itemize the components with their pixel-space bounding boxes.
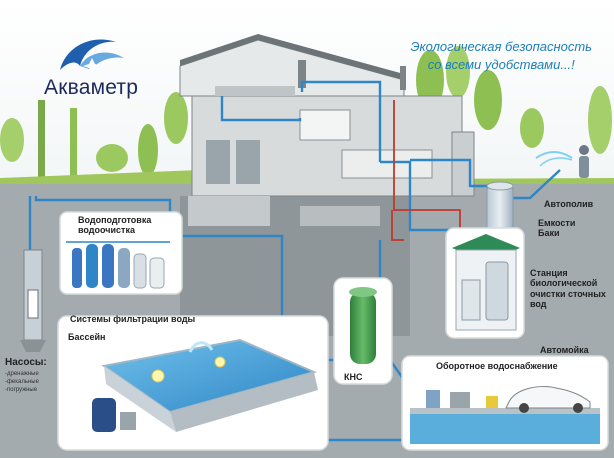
pool-label: Бассейн [68, 332, 106, 342]
kns-panel [333, 277, 393, 385]
carwash-panel [401, 355, 609, 451]
pumps-title: Насосы: [5, 357, 47, 368]
slogan-line-2: со всеми удобствами...! [427, 56, 575, 72]
gardener-figure [535, 145, 589, 178]
pump-item: -погружные [5, 386, 38, 393]
trees [0, 46, 612, 180]
pool-panel [57, 315, 329, 451]
slogan: Экологическая безопасность со всеми удоб… [411, 38, 593, 73]
kns-label: КНС [344, 372, 363, 382]
slogan-line-1: Экологическая безопасность [410, 39, 593, 54]
pumps-list: -дренажные -фекальные -погружные [5, 371, 39, 394]
well [20, 249, 46, 352]
brand-name: Акваметр [44, 76, 139, 99]
logo-icon [60, 39, 124, 74]
bio-station-label: Станция биологической очистки сточных во… [530, 268, 606, 310]
bio-station-panel [445, 227, 525, 339]
recycling-label: Оборотное водоснабжение [436, 361, 558, 371]
filtration-label: Системы фильтрации воды [70, 314, 196, 324]
autowatering-label: Автополив [544, 199, 594, 209]
pump-item: -дренажные [5, 371, 39, 377]
tanks-label: Емкости Баки [538, 218, 576, 239]
water-treatment-panel [59, 211, 183, 295]
pump-item: -фекальные [5, 378, 39, 385]
drain-pipes [391, 100, 461, 241]
carwash-label: Автомойка [540, 345, 589, 355]
storage-tank [486, 181, 514, 231]
house [179, 34, 475, 226]
water-treatment-label: Водоподготовка водоочистка [78, 215, 152, 236]
